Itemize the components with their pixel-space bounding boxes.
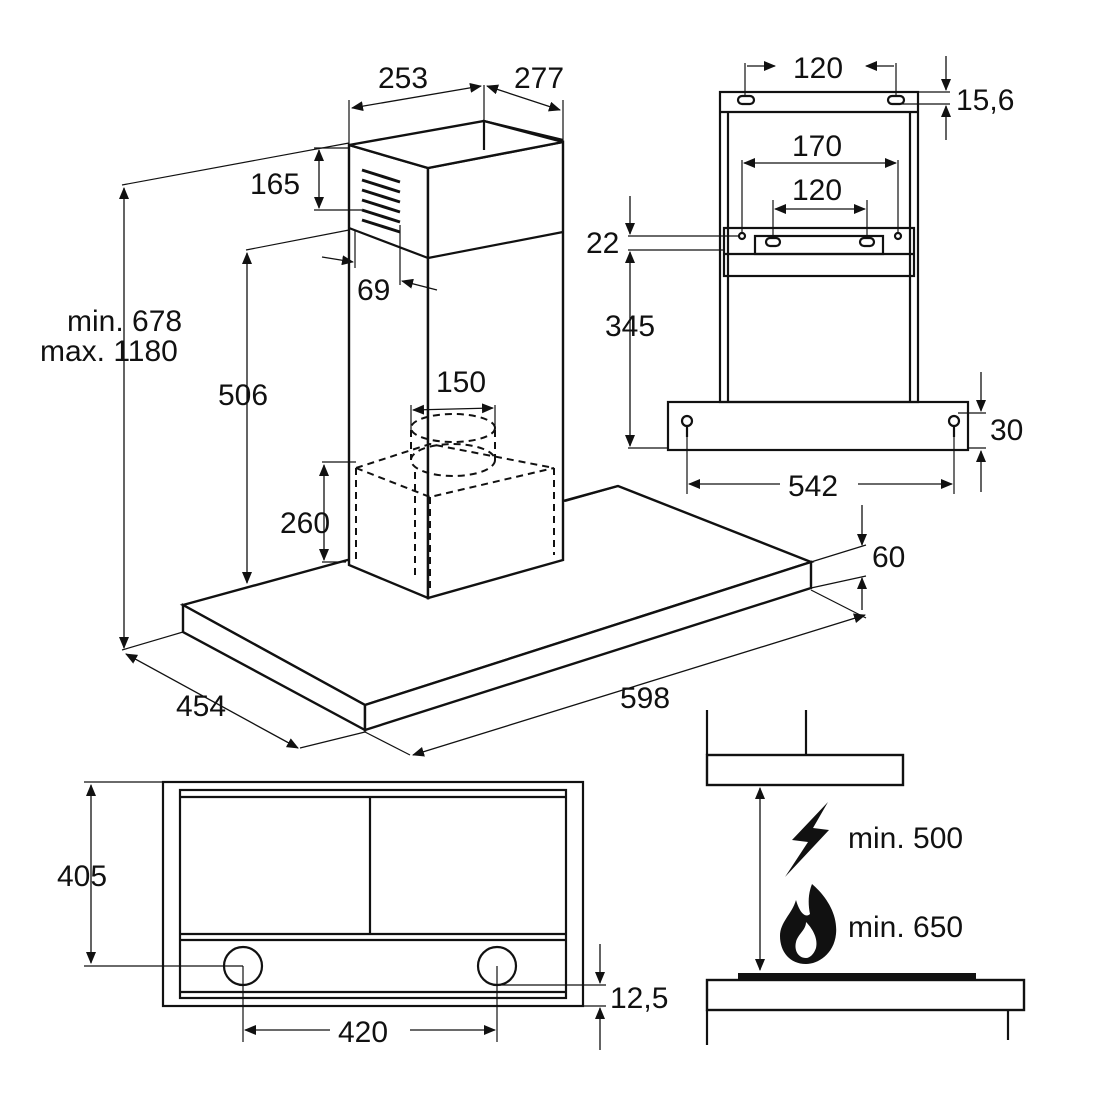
dim-chimney-width: 253	[378, 62, 428, 95]
dim-motor-height: 260	[280, 507, 330, 540]
bottom-dimension-lines	[84, 781, 606, 1050]
lightning-bolt-icon	[785, 802, 829, 877]
main-isometric-view: 253 277 165 min. 678 max. 1180 506 69 15…	[40, 62, 905, 757]
chimney	[347, 119, 565, 600]
dim-chimney-offset: 69	[357, 274, 390, 307]
vent-slots	[361, 168, 401, 234]
dim-bracket-hole-spacing: 120	[793, 52, 843, 85]
dimension-lines	[119, 82, 867, 757]
dim-duct-diameter: 150	[436, 366, 486, 399]
dim-hole-offset: 30	[990, 414, 1023, 447]
dim-max-height: max. 1180	[40, 335, 178, 368]
dim-mount-width-inner: 120	[792, 174, 842, 207]
dim-width: 598	[620, 682, 670, 715]
electric-clearance-label: min. 500	[848, 822, 963, 855]
bottom-view: 405 420 12,5	[57, 780, 668, 1050]
dim-chimney-height: 506	[218, 379, 268, 412]
flame-icon	[780, 884, 837, 964]
dim-vent-height: 165	[250, 168, 300, 201]
dim-hole-spacing: 542	[788, 470, 838, 503]
dim-canopy-thickness: 60	[872, 541, 905, 574]
dim-min-height: min. 678	[67, 305, 182, 338]
gas-clearance-label: min. 650	[848, 911, 963, 944]
clearance-view: min. 500 min. 650	[705, 710, 1026, 1045]
dim-chimney-depth: 277	[514, 62, 564, 95]
dim-bracket-offset: 15,6	[956, 84, 1014, 117]
motor-box-hidden	[355, 405, 555, 592]
dim-bottom-depth: 405	[57, 860, 107, 893]
wall-bracket-view: 120 15,6 170 120 22 345 30 542	[586, 52, 1023, 503]
bracket-dimension-lines	[625, 56, 986, 494]
dim-filter-hole-spacing: 420	[338, 1016, 388, 1049]
dim-mount-offset: 22	[586, 227, 619, 260]
dim-mount-height: 345	[605, 310, 655, 343]
dim-depth: 454	[176, 690, 226, 723]
dim-mount-width-outer: 170	[792, 130, 842, 163]
extension-lines	[121, 85, 867, 756]
dim-filter-edge: 12,5	[610, 982, 668, 1015]
